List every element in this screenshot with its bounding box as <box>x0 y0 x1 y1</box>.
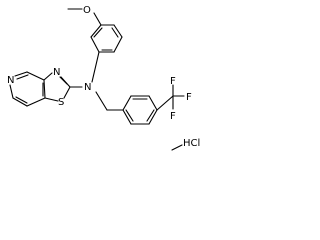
bond-ring-cf3 <box>156 95 174 111</box>
chemical-structure-canvas: O N N N S F F F HCl <box>0 0 203 159</box>
atom-fluorine-bottom: F <box>170 111 176 122</box>
methoxyphenyl-ring <box>90 24 123 53</box>
bond-lines <box>9 8 185 125</box>
thiazole-ring <box>43 72 71 102</box>
bond-oxygen-ring <box>93 12 102 26</box>
bond-amine-ch2 <box>95 91 108 111</box>
atom-sulfur: S <box>58 97 64 108</box>
atom-nitrogen-amine: N <box>84 82 91 93</box>
salt-bond <box>171 144 183 151</box>
trifluoromethylphenyl-ring <box>122 95 158 125</box>
atom-nitrogen-thiazole: N <box>53 67 60 78</box>
atom-fluorine-top: F <box>170 76 176 87</box>
atom-oxygen: O <box>83 5 91 16</box>
pyridine-ring <box>9 71 46 107</box>
bond-aryl-amine <box>91 51 100 83</box>
atom-fluorine-right: F <box>186 92 192 103</box>
salt-label: HCl <box>183 138 200 149</box>
molecule-drawing: O N N N S F F F HCl <box>7 5 200 151</box>
atom-labels: O N N N S F F F HCl <box>7 5 200 149</box>
atom-nitrogen-pyridine: N <box>7 75 14 86</box>
